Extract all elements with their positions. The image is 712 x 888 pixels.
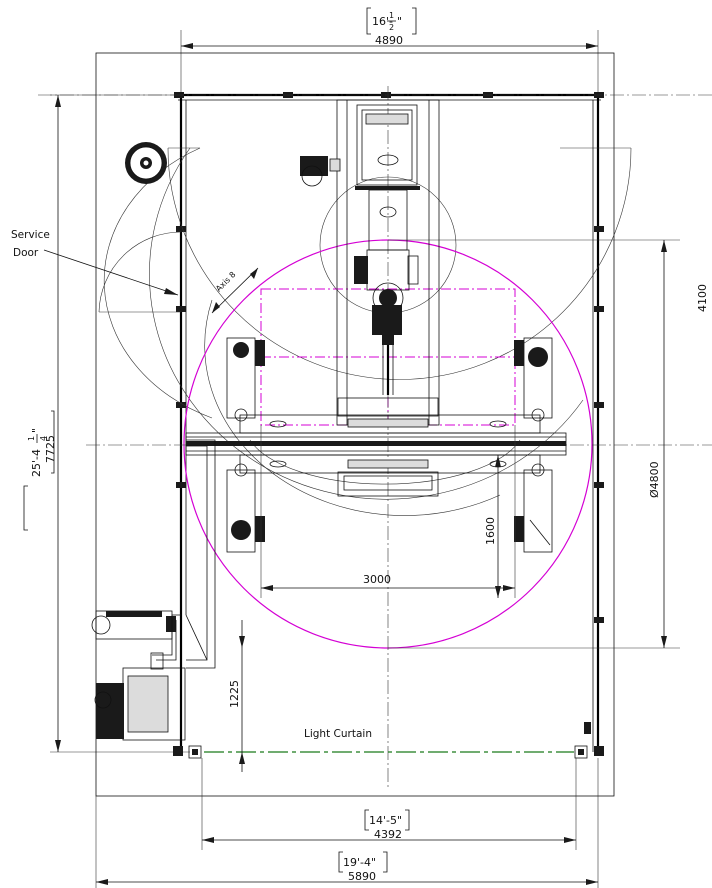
left-imperial: 25'-4 1 4 " 7725 bbox=[27, 410, 57, 477]
positioner bbox=[185, 337, 567, 553]
top-imperial-end: " bbox=[397, 15, 402, 28]
radius-value: 4100 bbox=[696, 284, 709, 312]
controller-cabinet bbox=[94, 652, 186, 741]
positioner-unit-bottom-right bbox=[514, 463, 553, 553]
inner-height-dimension: 1600 bbox=[484, 455, 501, 598]
clearance-dimension: 1225 bbox=[228, 620, 245, 772]
bottom-inner-metric: 4392 bbox=[374, 828, 402, 841]
axis-label: Axis 8 bbox=[214, 270, 238, 294]
light-curtain: Light Curtain bbox=[188, 728, 588, 759]
bottom-outer-dimension: 19'-4" 5890 bbox=[95, 758, 599, 888]
bottom-inner-dimension: 14'-5" 4392 bbox=[201, 758, 577, 850]
top-metric: 4890 bbox=[375, 34, 403, 47]
top-dimension: 16'- 1 2 " 4890 bbox=[180, 7, 599, 100]
positioner-unit-top-left bbox=[226, 337, 265, 422]
left-imperial-ft: 25'-4 bbox=[30, 449, 43, 477]
left-dimension: 25'-4 1 4 " 7725 bbox=[23, 94, 190, 753]
cell-base-plate bbox=[95, 52, 615, 797]
positioner-unit-bottom-left bbox=[226, 463, 265, 553]
service-door-label-line2: Door bbox=[13, 247, 39, 259]
clearance-value: 1225 bbox=[228, 680, 241, 708]
light-curtain-label: Light Curtain bbox=[304, 728, 372, 740]
conveyor-chute bbox=[185, 439, 216, 669]
axis-8-indicator: Axis 8 bbox=[211, 267, 259, 314]
left-metric: 7725 bbox=[44, 435, 57, 463]
cabinet-cabling bbox=[152, 614, 181, 661]
right-dimensions: 4100 Ø4800 bbox=[388, 239, 709, 649]
inner-height-value: 1600 bbox=[484, 517, 497, 545]
positioner-unit-top-right bbox=[514, 337, 553, 422]
door-hinge bbox=[584, 722, 591, 734]
welding-power-source bbox=[91, 610, 176, 640]
left-imperial-end: " bbox=[30, 428, 43, 433]
top-imperial-ft: 16'- bbox=[372, 15, 393, 28]
linear-track bbox=[336, 99, 440, 426]
bottom-outer-imperial: 19'-4" bbox=[343, 856, 376, 869]
left-imperial-den: 4 bbox=[39, 436, 48, 441]
diameter-value: Ø4800 bbox=[648, 461, 661, 498]
bottom-outer-metric: 5890 bbox=[348, 870, 376, 883]
service-door: Service Door bbox=[11, 229, 182, 313]
top-imperial-den: 2 bbox=[389, 23, 394, 32]
bottom-inner-imperial: 14'-5" bbox=[369, 814, 402, 827]
service-door-label-line1: Service bbox=[11, 229, 50, 241]
cable-reel bbox=[125, 142, 167, 184]
left-imperial-num: 1 bbox=[27, 436, 36, 441]
inner-width-dimension: 3000 bbox=[260, 425, 516, 598]
top-imperial-num: 1 bbox=[389, 11, 394, 20]
track-drive-motor bbox=[300, 156, 341, 187]
inner-width-value: 3000 bbox=[363, 573, 391, 586]
